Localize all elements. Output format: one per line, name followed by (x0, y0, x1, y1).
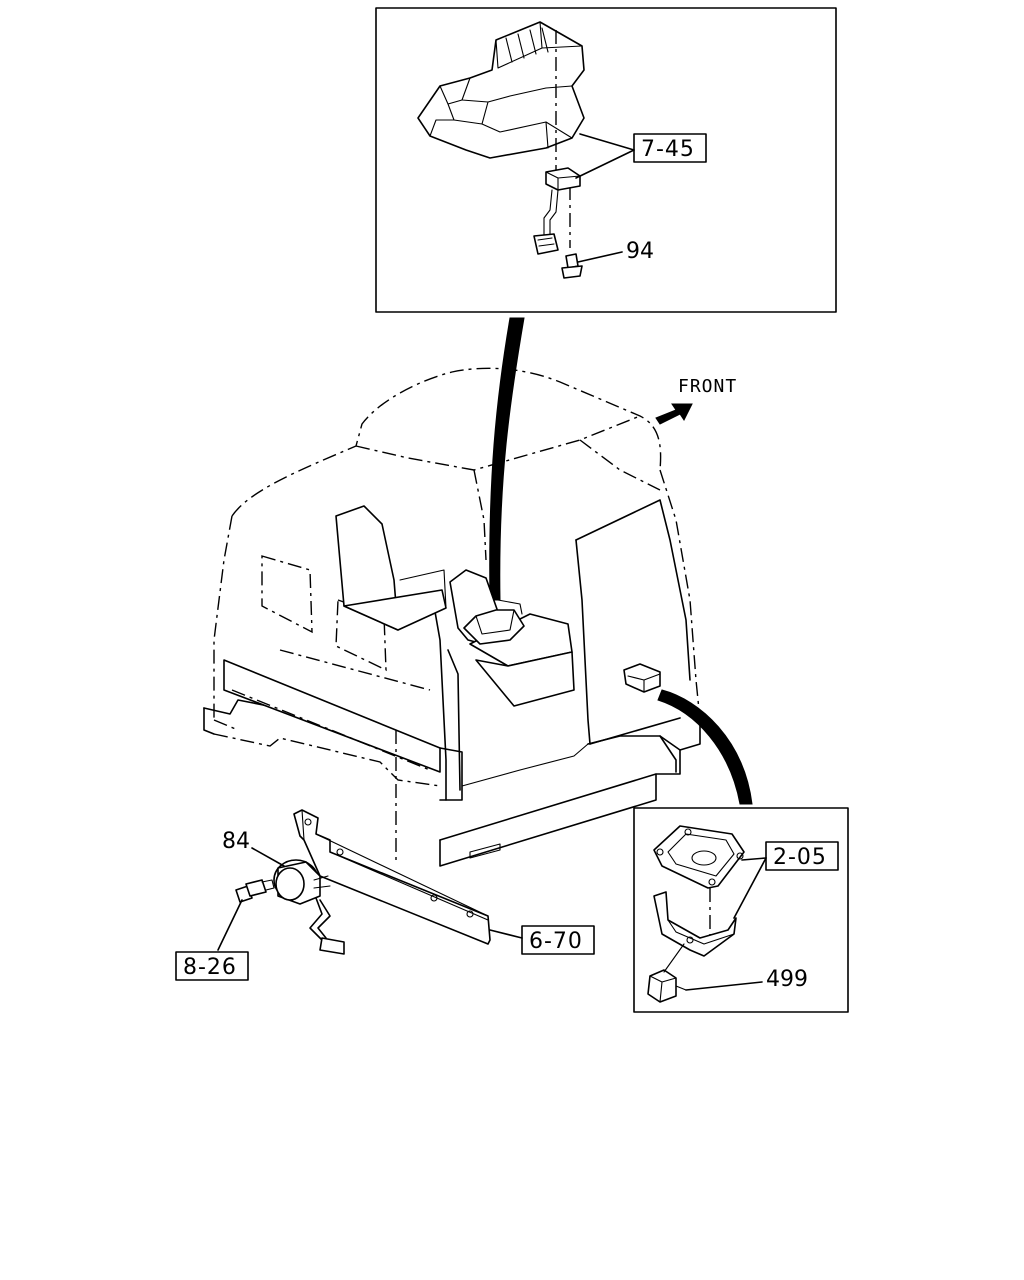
ref-box-6-70 (521, 925, 595, 955)
leader-84 (251, 847, 285, 867)
shift-lever-detail-box: 7-45 94 (375, 7, 837, 313)
leader-7-45-a (579, 133, 635, 151)
front-indicator: FRONT (655, 376, 737, 425)
cab-outline (203, 367, 701, 867)
front-label: FRONT (678, 376, 737, 397)
relay-499 (647, 969, 687, 1003)
part-label-84: 84 (222, 829, 250, 854)
bolt-94 (561, 253, 583, 279)
relay-cover (653, 825, 745, 889)
shift-switch (533, 167, 581, 255)
relay-detail-box: 2-05 499 (633, 807, 849, 1013)
ref-label-6-70: 6-70 (529, 929, 583, 954)
leader-2-05-a (741, 857, 767, 861)
connector-arrow-bottom (657, 689, 753, 805)
relay-in-cab (623, 663, 661, 693)
shift-lever-in-cab (463, 599, 525, 645)
part-label-499: 499 (766, 967, 808, 992)
ref-label-2-05: 2-05 (773, 845, 827, 870)
leader-7-45-b (575, 149, 635, 179)
ref-box-7-45 (633, 133, 707, 163)
driver-seat (335, 505, 447, 631)
part-label-94: 94 (626, 239, 654, 264)
relay-bracket (653, 891, 737, 957)
buzzer-84 (273, 859, 345, 955)
front-arrow-icon (655, 403, 693, 425)
leader-6-70 (489, 929, 523, 939)
leader-94 (577, 251, 623, 263)
connector-arrow-top (489, 317, 525, 601)
shift-lever-housing (417, 21, 585, 159)
relay-wire (663, 943, 685, 973)
screw-8-26 (235, 879, 275, 903)
bracket-6-70 (293, 809, 491, 945)
ref-label-7-45: 7-45 (641, 137, 695, 162)
ref-label-8-26: 8-26 (183, 955, 237, 980)
leader-8-26 (217, 899, 243, 951)
ref-box-2-05 (765, 841, 839, 871)
leader-2-05-b (733, 857, 767, 919)
ref-box-8-26 (175, 951, 249, 981)
leader-499 (685, 981, 763, 991)
